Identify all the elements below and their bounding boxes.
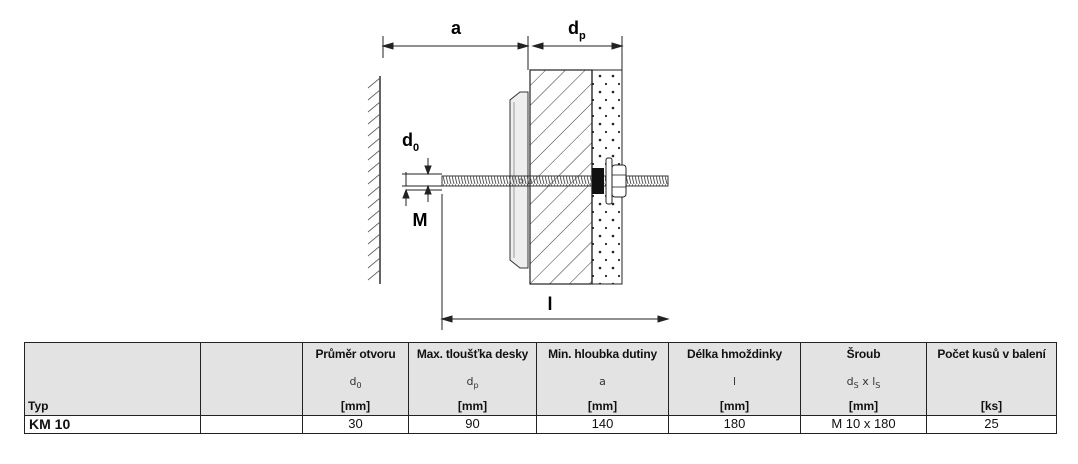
dimension-l [440, 194, 670, 330]
header-unit: [mm] [587, 399, 618, 413]
header-unit: [ks] [980, 399, 1003, 413]
row-type: KM 10 [24, 415, 201, 434]
header-title: Šroub [846, 347, 881, 361]
label-d0: d0 [402, 130, 419, 154]
header-dowel-length: Délka hmoždinky l [mm] [668, 342, 801, 416]
cell-screw: M 10 x 180 [800, 415, 927, 434]
header-symbol: a [599, 375, 606, 388]
header-symbol: dp [466, 375, 479, 391]
header-unit: [mm] [457, 399, 488, 413]
cell-cavity-depth: 140 [536, 415, 669, 434]
label-dp: dp [568, 18, 586, 42]
dowel-installation-diagram: a dp d0 M l [367, 18, 670, 330]
header-screw: Šroub dS x lS [mm] [800, 342, 927, 416]
header-blank [200, 342, 303, 416]
cell-dowel-length: 180 [668, 415, 801, 434]
header-board-thickness: Max. tloušťka desky dp [mm] [408, 342, 537, 416]
header-type-label: Typ [28, 399, 49, 413]
table-header-row: Typ Průměr otvoru d0 [mm] Max. tloušťka … [24, 342, 1057, 416]
dowel-sleeve [592, 168, 604, 194]
header-title: Max. tloušťka desky [416, 347, 529, 361]
header-unit: [mm] [719, 399, 750, 413]
dimension-dp [531, 36, 624, 70]
row-blank [200, 415, 303, 434]
table-row: KM 10 30 90 140 180 M 10 x 180 25 [24, 415, 1057, 434]
back-wall [367, 76, 381, 284]
header-type: Typ [24, 342, 201, 416]
label-l: l [547, 294, 552, 314]
cell-board-thickness: 90 [408, 415, 537, 434]
header-symbol: dS x lS [846, 375, 881, 391]
header-title: Průměr otvoru [315, 347, 396, 361]
header-title: Min. hloubka dutiny [548, 347, 657, 361]
header-pack-quantity: Počet kusů v balení [ks] [926, 342, 1057, 416]
header-hole-diameter: Průměr otvoru d0 [mm] [302, 342, 409, 416]
threaded-rod [441, 175, 669, 187]
header-symbol: d0 [349, 375, 362, 391]
nut [611, 164, 627, 198]
label-m: M [413, 210, 428, 230]
dimension-a [381, 36, 530, 70]
header-symbol: l [732, 375, 737, 388]
header-title: Počet kusů v balení [937, 347, 1046, 361]
dimension-d0-m [402, 158, 442, 206]
header-cavity-depth: Min. hloubka dutiny a [mm] [536, 342, 669, 416]
header-unit: [mm] [848, 399, 879, 413]
header-unit: [mm] [340, 399, 371, 413]
washer [605, 157, 613, 205]
header-title: Délka hmoždinky [686, 347, 783, 361]
cell-pack-quantity: 25 [926, 415, 1057, 434]
label-a: a [451, 18, 462, 38]
cell-hole-diameter: 30 [302, 415, 409, 434]
specification-table: Typ Průměr otvoru d0 [mm] Max. tloušťka … [24, 342, 1057, 434]
